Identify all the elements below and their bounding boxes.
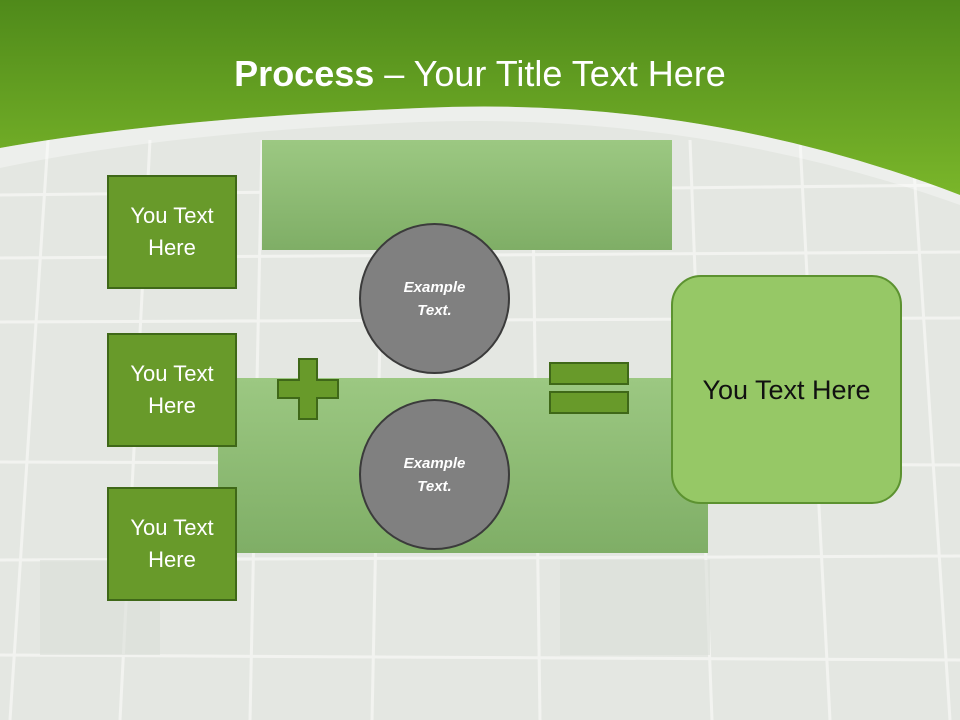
example-circle-1[interactable]: Example Text. <box>359 223 510 374</box>
circle-label: Example Text. <box>403 454 466 495</box>
title-bold: Process <box>234 53 375 94</box>
text-box-label: You Text Here <box>130 361 214 418</box>
text-box-label: You Text Here <box>130 515 214 572</box>
title-rest: – Your Title Text Here <box>374 53 726 94</box>
text-box-1[interactable]: You Text Here <box>107 175 237 289</box>
result-label: You Text Here <box>702 374 871 405</box>
equals-icon <box>549 362 629 414</box>
result-box[interactable]: You Text Here <box>671 275 902 504</box>
plus-icon <box>277 358 339 420</box>
example-circle-2[interactable]: Example Text. <box>359 399 510 550</box>
text-box-2[interactable]: You Text Here <box>107 333 237 447</box>
circle-label: Example Text. <box>403 278 466 319</box>
text-box-label: You Text Here <box>130 203 214 260</box>
text-box-3[interactable]: You Text Here <box>107 487 237 601</box>
slide-title: Process – Your Title Text Here <box>0 52 960 96</box>
